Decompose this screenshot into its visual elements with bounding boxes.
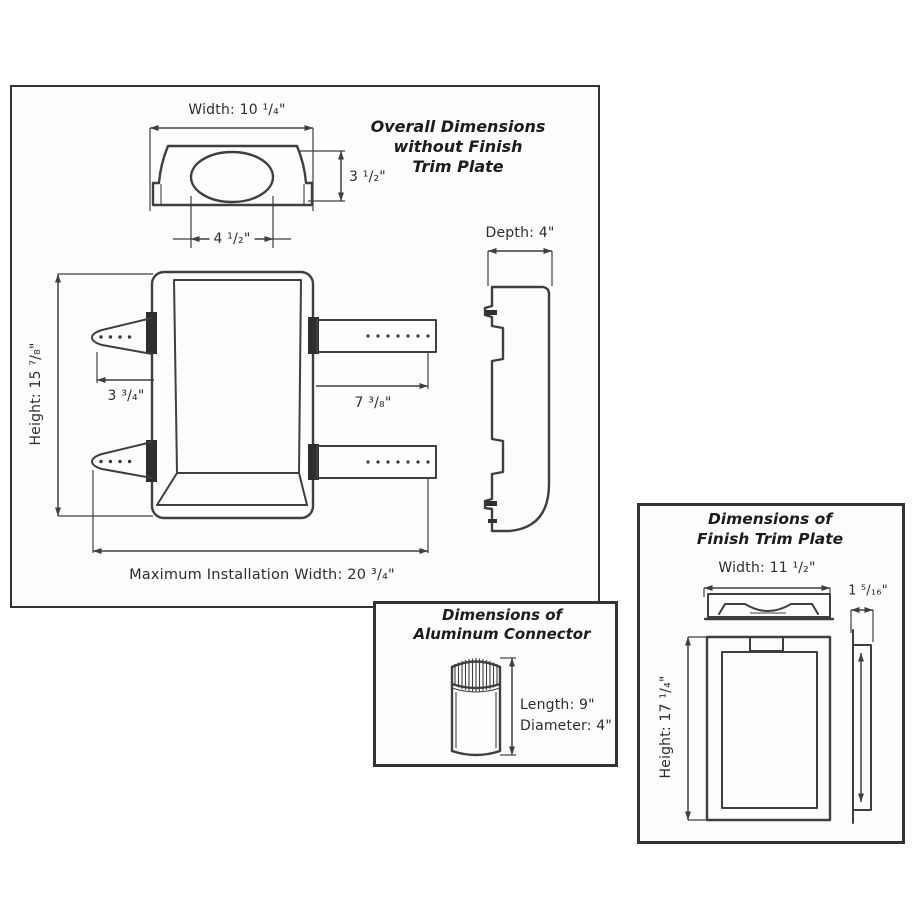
top-view-opening-label: 4 ¹/₂": [209, 231, 255, 247]
top-view-height-label: 3 ¹/₂": [349, 169, 386, 185]
right-bracket-dim-label: 7 ³/₈": [354, 395, 392, 411]
trim-title-line-2: Finish Trim Plate: [696, 530, 844, 548]
side-view-depth-label: Depth: 4": [485, 225, 555, 241]
connector-panel-title: Dimensions of Aluminum Connector: [413, 606, 590, 644]
trim-thickness-label: 1 ⁵/₁₆": [848, 583, 888, 599]
left-bracket-dim-label: 3 ³/₄": [107, 388, 145, 404]
trim-panel-title: Dimensions of Finish Trim Plate: [697, 509, 843, 549]
max-install-width-label: Maximum Installation Width: 20 ³/₄": [129, 567, 395, 583]
main-title-line-2: without Finish: [393, 137, 523, 156]
main-panel-title: Overall Dimensions without Finish Trim P…: [371, 117, 546, 177]
finish-trim-plate-panel: [637, 503, 905, 844]
main-title-line-3: Trim Plate: [412, 157, 504, 176]
main-title-line-1: Overall Dimensions: [370, 117, 546, 136]
connector-title-line-1: Dimensions of: [441, 606, 563, 624]
trim-title-line-1: Dimensions of: [707, 510, 833, 528]
front-view-height-label: Height: 15 ⁷/₈": [28, 342, 44, 446]
trim-width-label: Width: 11 ¹/₂": [718, 560, 816, 576]
connector-diameter-label: Diameter: 4": [520, 718, 613, 734]
trim-height-label: Height: 17 ¹/₄": [658, 675, 674, 779]
connector-length-label: Length: 9": [520, 697, 595, 713]
top-view-width-label: Width: 10 ¹/₄": [188, 102, 286, 118]
connector-title-line-2: Aluminum Connector: [413, 625, 591, 643]
